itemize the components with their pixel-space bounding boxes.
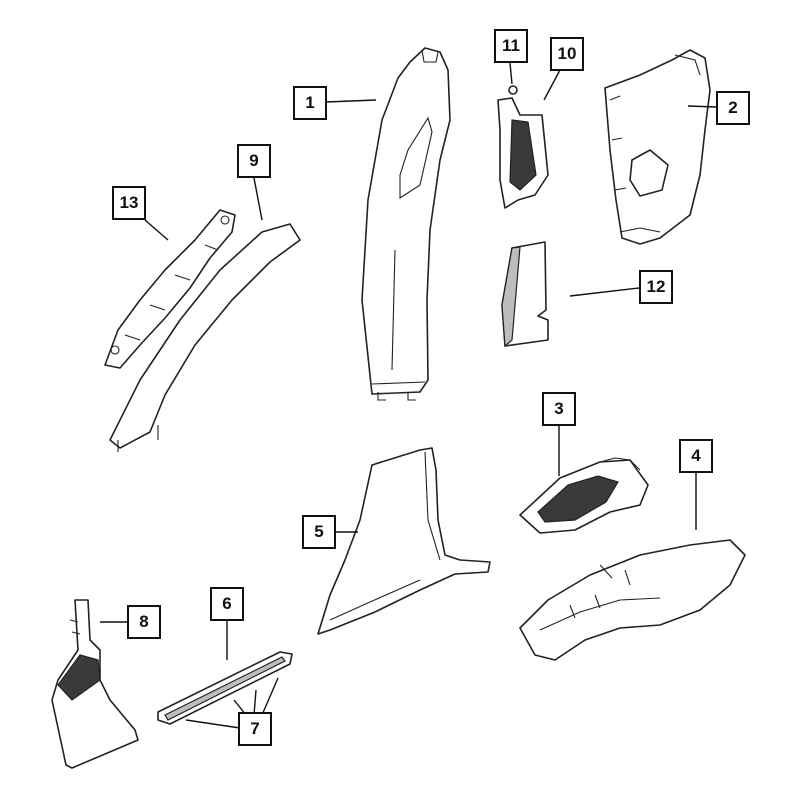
leader-lines — [100, 62, 717, 729]
part-12-insulator-pad — [501, 241, 549, 348]
leader-12 — [569, 287, 640, 297]
leader-10 — [543, 69, 561, 101]
part-3-scuff-insert — [519, 457, 649, 534]
callout-12: 12 — [639, 270, 673, 304]
callout-10: 10 — [550, 37, 584, 71]
callout-3: 3 — [542, 392, 576, 426]
callout-3-label: 3 — [554, 399, 564, 418]
callout-6-label: 6 — [222, 594, 232, 613]
leader-2 — [687, 105, 717, 108]
leader-7c — [253, 689, 257, 716]
callout-1-label: 1 — [305, 93, 315, 112]
callout-9-label: 9 — [249, 151, 259, 170]
callout-1: 1 — [293, 86, 327, 120]
callout-13: 13 — [112, 186, 146, 220]
callout-12-label: 12 — [646, 277, 666, 296]
callout-7: 7 — [238, 712, 272, 746]
leader-7d — [261, 677, 279, 716]
callout-8-label: 8 — [139, 612, 149, 631]
part-8-kick-panel — [51, 599, 139, 769]
leader-13 — [144, 219, 169, 241]
callout-4: 4 — [679, 439, 713, 473]
part-5-lower-pillar-trim — [317, 447, 491, 635]
callout-5-label: 5 — [314, 522, 324, 541]
part-2-quarter-trim — [604, 49, 711, 245]
leader-11 — [509, 62, 513, 85]
callout-6: 6 — [210, 587, 244, 621]
callout-10-label: 10 — [557, 44, 577, 63]
callout-13-label: 13 — [119, 193, 139, 212]
part-6-sill-plate — [157, 651, 293, 725]
part-9-a-pillar-trim — [109, 223, 301, 452]
leader-1 — [325, 99, 377, 103]
callout-4-label: 4 — [691, 446, 701, 465]
callout-11: 11 — [494, 29, 528, 63]
part-1-pillar-trim — [361, 47, 451, 401]
part-11-clip — [508, 85, 518, 95]
callout-2-label: 2 — [728, 98, 738, 117]
leader-9 — [253, 177, 263, 221]
callout-5: 5 — [302, 515, 336, 549]
callout-11-label: 11 — [502, 36, 520, 55]
callout-7-label: 7 — [250, 719, 260, 738]
part-10-grab-handle — [497, 97, 549, 209]
callout-8: 8 — [127, 605, 161, 639]
part-13-bracket — [104, 209, 236, 369]
callout-2: 2 — [716, 91, 750, 125]
leader-7a — [185, 719, 241, 729]
part-4-floor-duct — [519, 539, 746, 661]
callout-9: 9 — [237, 144, 271, 178]
